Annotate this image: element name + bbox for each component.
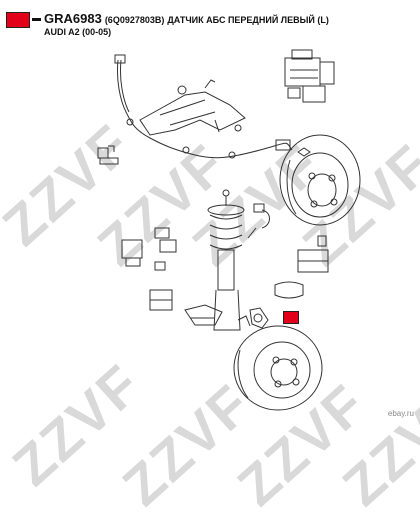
footer-site: ebay.ru: [387, 409, 414, 418]
part-title: GRA6983(6Q0927803B)ДАТЧИК АБС ПЕРЕДНИЙ Л…: [44, 10, 329, 29]
brake-disc-lower-drawing: [233, 325, 323, 411]
connector-drawing: [247, 203, 270, 239]
vehicle-fitment: AUDI A2 (00-05): [44, 27, 112, 37]
mount-parts-drawing: [121, 227, 177, 311]
parts-diagram: [97, 49, 361, 411]
hub-carrier-drawing: [184, 304, 269, 329]
position-marker-icon: [283, 311, 299, 324]
brake-disc-upper-drawing: [279, 134, 361, 226]
oem-number: (6Q0927803B): [104, 15, 165, 25]
dash-icon: [32, 18, 41, 21]
part-description: ДАТЧИК АБС ПЕРЕДНИЙ ЛЕВЫЙ (L): [167, 15, 329, 25]
catalog-sheet: ZZVF ZZVF ZZVF ZZVF ZZVF ZZVF ZZVF ZZVF: [0, 10, 420, 518]
control-arm-drawing: [139, 79, 246, 136]
strut-drawing: [207, 189, 245, 331]
part-header: GRA6983(6Q0927803B)ДАТЧИК АБС ПЕРЕДНИЙ Л…: [6, 10, 416, 50]
sensor-wire-drawing: [114, 54, 311, 159]
abs-module-drawing: [284, 49, 335, 103]
part-code: GRA6983: [44, 11, 102, 26]
brand-square-icon: [6, 12, 30, 28]
bracket-left-drawing: [97, 145, 119, 165]
small-parts-drawing: [274, 235, 329, 299]
